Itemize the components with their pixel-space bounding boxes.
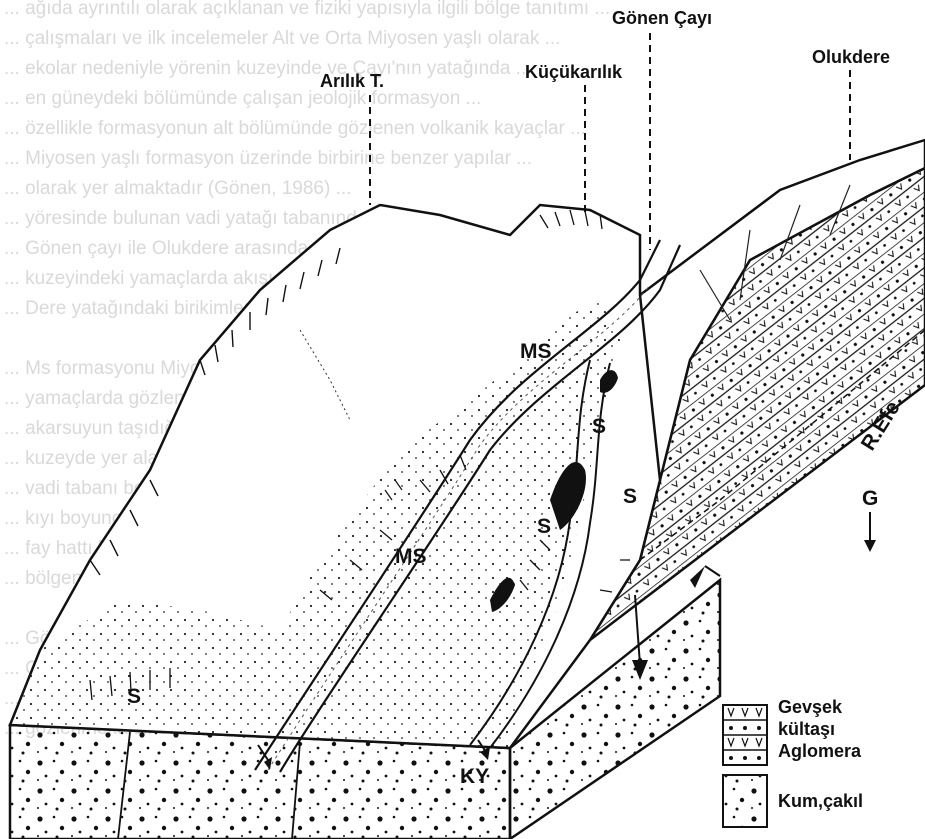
background-text-line: ... ağıda ayrıntılı olarak açıklanan ve … bbox=[4, 0, 610, 19]
legend-label-kultasi: kültaşı bbox=[778, 719, 835, 739]
background-text-line: ... özellikle formasyonun alt bölümünde … bbox=[4, 118, 586, 139]
unit-label-ky: KY bbox=[460, 765, 489, 788]
label-gonen-cayi: Gönen Çayı bbox=[612, 8, 712, 28]
unit-label-ms-top: MS bbox=[520, 340, 552, 363]
unit-label-s-1: S bbox=[592, 415, 606, 438]
legend: Gevşek kültaşı Aglomera Kum,çakıl bbox=[723, 697, 863, 827]
background-text-line: ... olarak yer almaktadır (Gönen, 1986) … bbox=[4, 178, 351, 199]
background-text-line: ... çalışmaları ve ilk incelemeler Alt v… bbox=[4, 28, 560, 49]
label-arilik: Arılık T. bbox=[320, 71, 384, 91]
background-text-line: ... ekolar nedeniyle yörenin kuzeyinde v… bbox=[4, 58, 532, 79]
unit-label-s-2: S bbox=[623, 485, 637, 508]
legend-label-gevsek: Gevşek bbox=[778, 697, 843, 717]
legend-label-aglomera: Aglomera bbox=[778, 741, 862, 761]
background-text-line: ... en güneydeki bölümünde çalışan jeolo… bbox=[4, 88, 481, 109]
legend-swatch-agglomerate bbox=[723, 705, 767, 765]
north-arrow: G bbox=[862, 487, 878, 552]
unit-label-s-4: S bbox=[127, 685, 141, 708]
label-kucukarilik: Küçükarılık bbox=[525, 62, 623, 82]
north-arrow-label: G bbox=[862, 487, 878, 510]
unit-label-s-3: S bbox=[537, 515, 551, 538]
label-olukdere: Olukdere bbox=[812, 47, 890, 67]
background-text-line: ... Miyosen yaşlı formasyon üzerinde bir… bbox=[4, 148, 532, 169]
legend-swatch-sand-gravel bbox=[723, 775, 767, 827]
unit-label-ms-bottom: MS bbox=[395, 545, 427, 568]
legend-label-kum-cakil: Kum,çakıl bbox=[778, 791, 863, 811]
background-text-line: ... yöresinde bulunan vadi yatağı tabanı… bbox=[4, 208, 389, 229]
